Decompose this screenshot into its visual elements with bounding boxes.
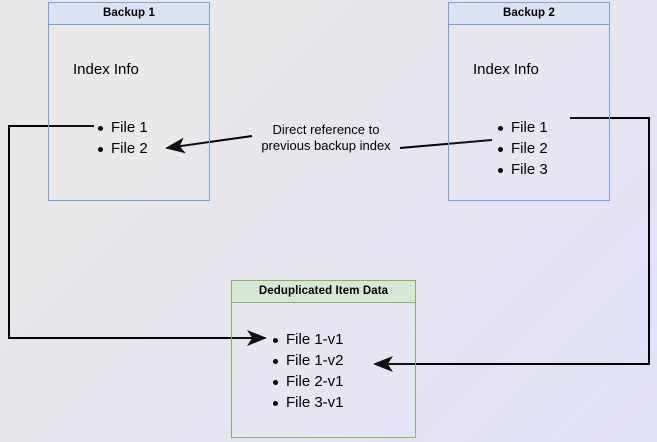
- list-item: File 1: [497, 117, 548, 138]
- list-item: File 3: [497, 159, 548, 180]
- node-backup-2[interactable]: Backup 2 Index Info File 1 File 2 File 3: [448, 2, 610, 201]
- node-deduplicated-file-list: File 1-v1 File 1-v2 File 2-v1 File 3-v1: [272, 329, 344, 413]
- node-backup-2-body: Index Info File 1 File 2 File 3: [449, 25, 609, 200]
- node-backup-1-index-info-label: Index Info: [73, 61, 139, 78]
- edge-label-line-1: Direct reference to: [272, 122, 380, 137]
- node-backup-2-file-list: File 1 File 2 File 3: [497, 117, 548, 180]
- list-item: File 1-v1: [272, 329, 344, 350]
- node-deduplicated-item-data-body: File 1-v1 File 1-v2 File 2-v1 File 3-v1: [232, 303, 415, 437]
- list-item: File 1: [97, 117, 148, 138]
- node-backup-1-file-list: File 1 File 2: [97, 117, 148, 159]
- edge-label-line-2: previous backup index: [261, 138, 391, 153]
- node-backup-2-index-info-label: Index Info: [473, 61, 539, 78]
- node-deduplicated-item-data[interactable]: Deduplicated Item Data File 1-v1 File 1-…: [231, 280, 416, 438]
- list-item: File 3-v1: [272, 392, 344, 413]
- list-item: File 2-v1: [272, 371, 344, 392]
- node-backup-2-header: Backup 2: [449, 3, 609, 25]
- list-item: File 2: [97, 138, 148, 159]
- node-backup-1-header: Backup 1: [49, 3, 209, 25]
- list-item: File 1-v2: [272, 350, 344, 371]
- node-backup-1[interactable]: Backup 1 Index Info File 1 File 2: [48, 2, 210, 201]
- edge-label-direct-reference: Direct reference to previous backup inde…: [253, 122, 399, 154]
- list-item: File 2: [497, 138, 548, 159]
- node-deduplicated-item-data-header: Deduplicated Item Data: [232, 281, 415, 303]
- node-backup-1-body: Index Info File 1 File 2: [49, 25, 209, 200]
